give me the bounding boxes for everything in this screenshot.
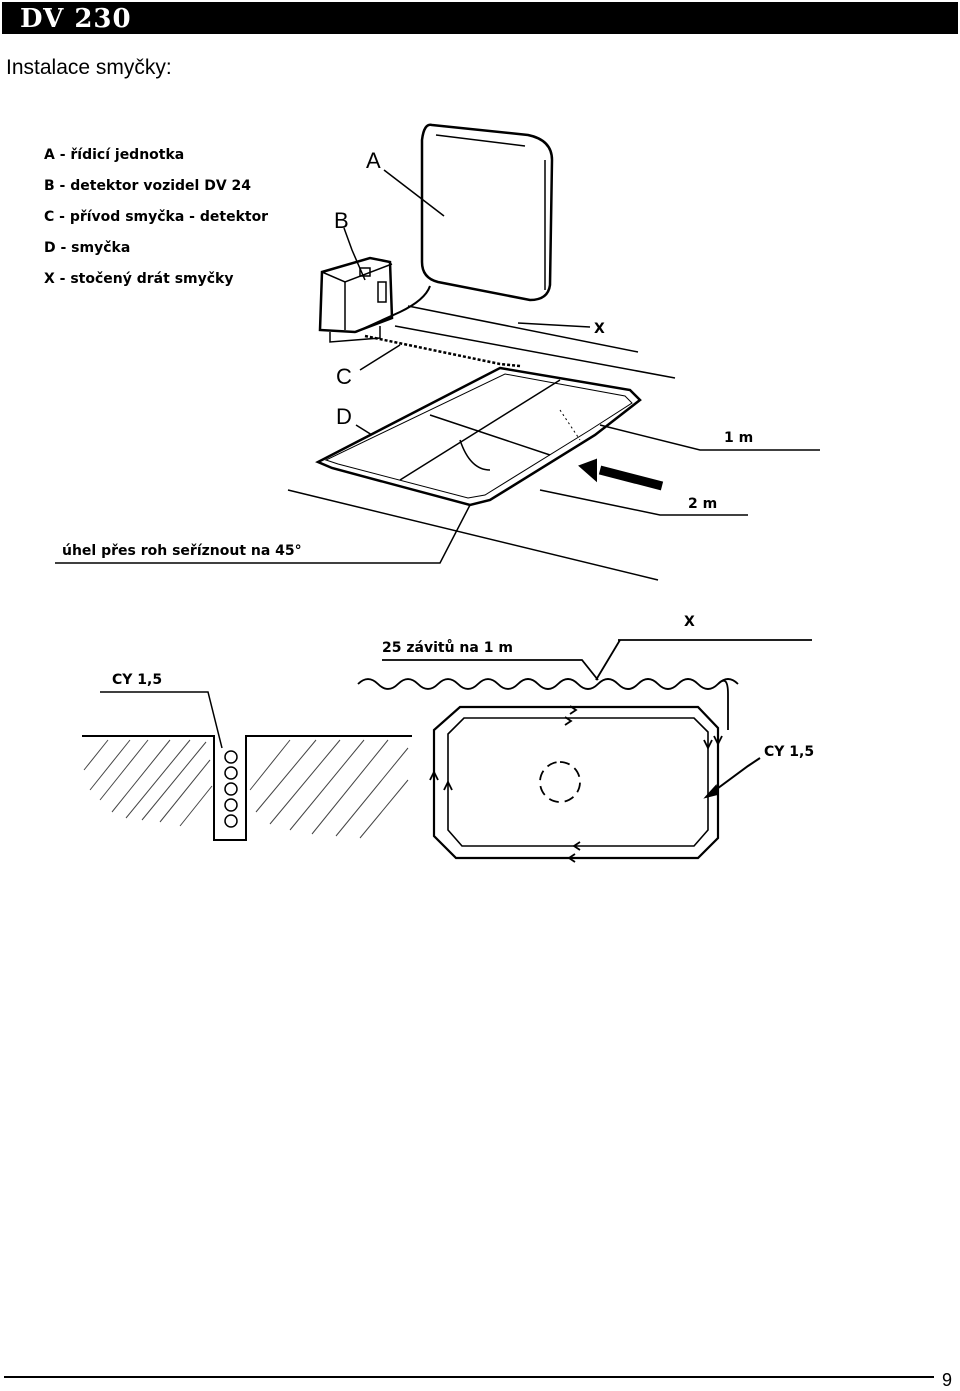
legend-item-x: X - stočený drát smyčky xyxy=(44,271,234,287)
figure-legend: A - řídicí jednotka B - detektor vozidel… xyxy=(44,140,268,295)
label-2m: 2 m xyxy=(688,496,717,512)
label-cy-left: CY 1,5 xyxy=(112,672,162,688)
loop-perspective xyxy=(315,366,642,507)
legend-item-d: D - smyčka xyxy=(44,240,131,256)
cross-section-drawing xyxy=(82,691,412,841)
label-a: A xyxy=(366,148,381,173)
label-b: B xyxy=(334,208,349,233)
control-unit-drawing xyxy=(420,123,554,302)
header-bar: DV 230 xyxy=(2,2,958,34)
legend-item-b: B - detektor vozidel DV 24 xyxy=(44,178,252,194)
label-x-bottom: X xyxy=(684,614,695,630)
page-number: 9 xyxy=(941,1370,952,1390)
label-1m: 1 m xyxy=(724,430,753,446)
label-c: C xyxy=(336,364,352,389)
document-title: DV 230 xyxy=(20,4,132,34)
legend-item-a: A - řídicí jednotka xyxy=(44,147,185,163)
legend-item-c: C - přívod smyčka - detektor xyxy=(44,209,269,225)
label-cy-right: CY 1,5 xyxy=(764,744,814,760)
label-x-top: X xyxy=(594,321,605,337)
page-title: Instalace smyčky: xyxy=(6,56,172,79)
footer-line xyxy=(4,1376,934,1378)
corner-note: úhel přes roh seříznout na 45° xyxy=(62,543,302,559)
label-d: D xyxy=(336,404,352,429)
loop-top-view xyxy=(357,639,812,863)
detector-drawing xyxy=(318,256,394,343)
label-turns: 25 závitů na 1 m xyxy=(382,639,513,656)
